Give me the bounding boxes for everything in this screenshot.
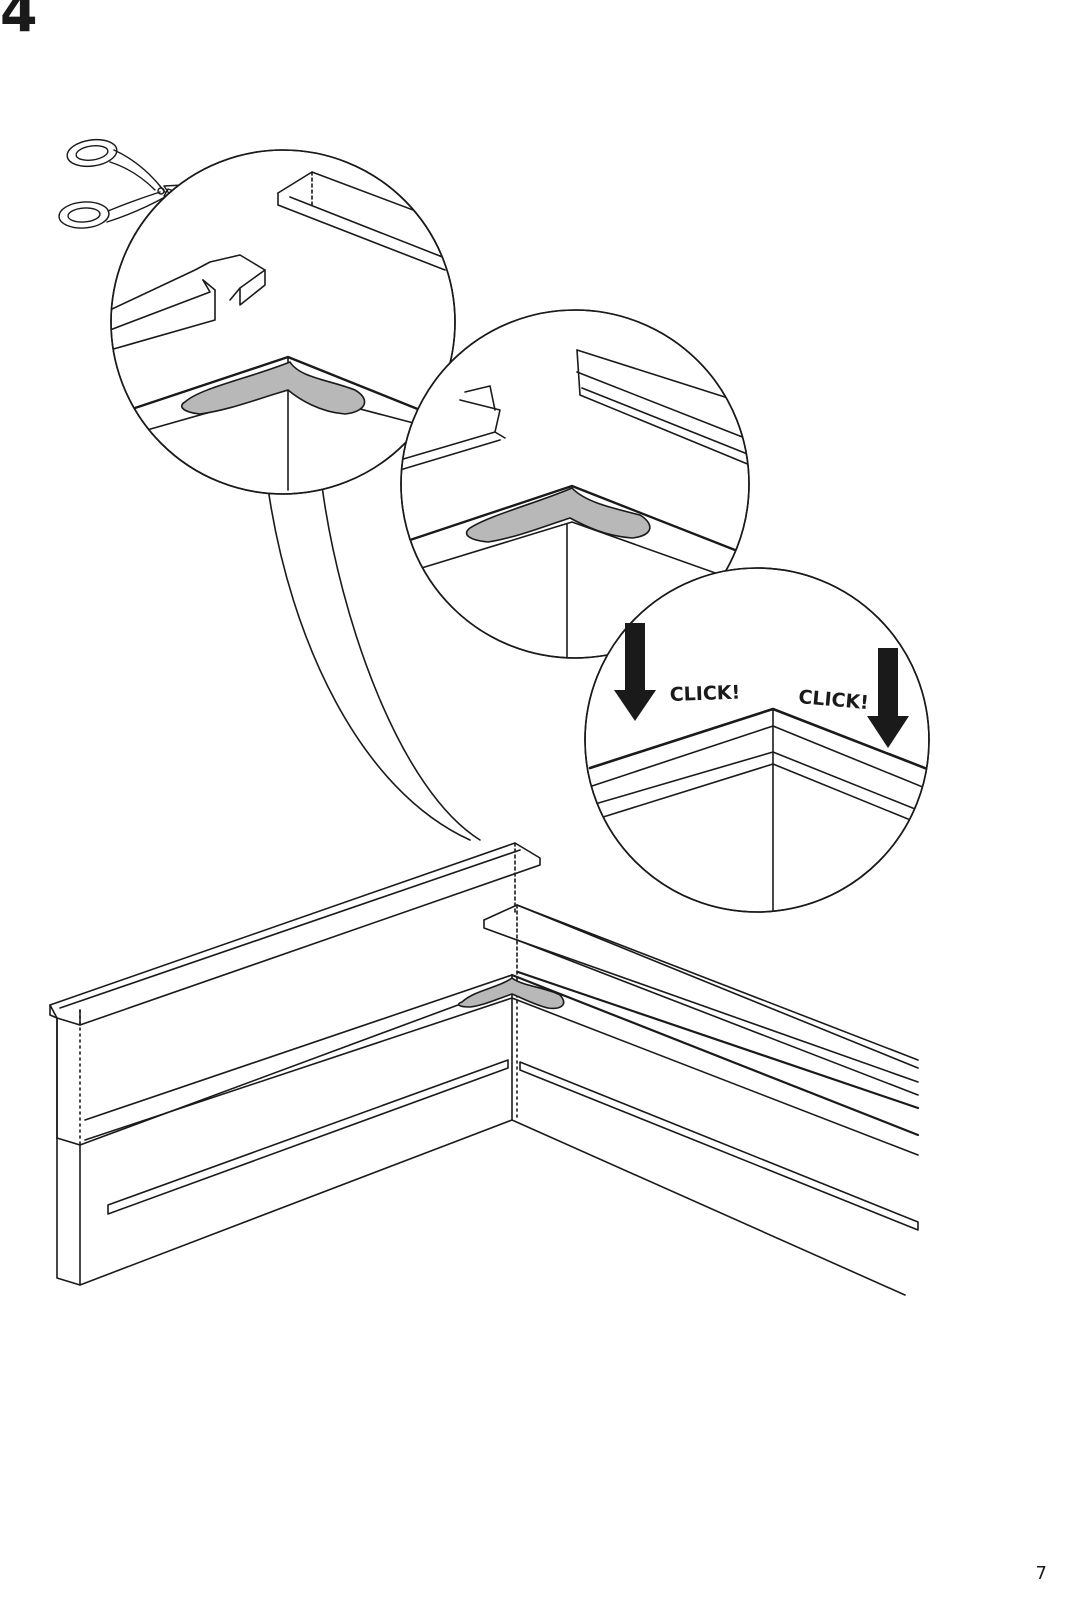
headboard-assembly — [50, 843, 918, 1295]
click-label-left: CLICK! — [669, 682, 740, 706]
page-number: 7 — [1036, 1563, 1047, 1584]
detail-circle-trim — [110, 150, 455, 494]
detail-circle-click — [585, 568, 930, 912]
